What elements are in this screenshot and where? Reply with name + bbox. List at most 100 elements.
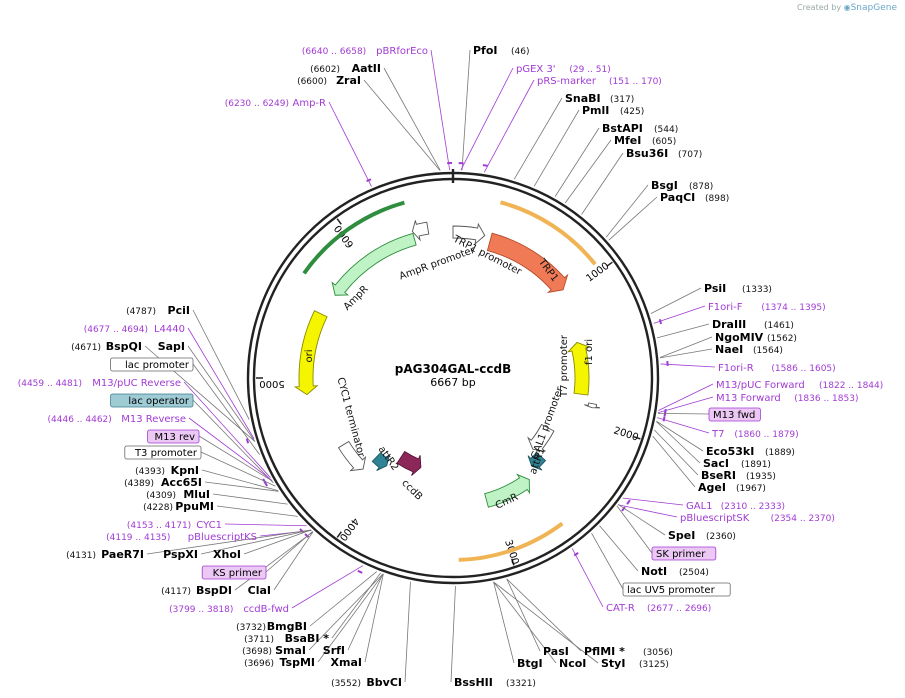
site-name: BbvCI: [366, 676, 402, 689]
site-labels: PfoI(46)pGEX 3'(29 .. 51)pRS-marker(151 …: [18, 44, 884, 689]
site-name: AgeI: [698, 481, 726, 494]
site-name: BmgBI: [267, 620, 307, 633]
outer-arc-trp1-arc: [499, 200, 597, 266]
site-gal1: GAL1(2310 .. 2333): [686, 501, 785, 512]
site-name: XmaI: [331, 656, 362, 669]
site-agei: AgeI(1967): [698, 481, 766, 494]
ruler-tick-6000: [336, 218, 342, 225]
leader-f1ori-r: [660, 363, 716, 368]
site-position: (3552): [331, 679, 361, 689]
site-tspmi: TspMI(3696): [244, 656, 315, 669]
site-name: PaeR7I: [101, 548, 144, 561]
leader-pflmi: [506, 578, 582, 652]
leader-paqci: [608, 196, 658, 241]
leader-tspmi: [317, 573, 384, 663]
site-position: (6230 .. 6249): [225, 99, 289, 109]
site-name: F1ori-R: [718, 363, 754, 374]
site-position: (4117): [161, 587, 191, 597]
site-pasi: PasI: [543, 645, 569, 658]
site-m13-forward: M13 Forward (1836 .. 1853): [716, 393, 858, 404]
site-bstapi: BstAPI(544): [602, 122, 678, 135]
site-cat-r: CAT-R(2677 .. 2696): [606, 603, 711, 614]
site-kpni: KpnI(4393): [135, 464, 199, 477]
site-pmli: PmlI(425): [582, 104, 644, 117]
site-name: lac promoter: [125, 360, 190, 371]
leader-mfei: [564, 139, 612, 204]
site-position: (4459 .. 4481): [18, 379, 82, 389]
ruler-label-2000: 2000: [612, 425, 640, 443]
site-m13-rev: M13 rev: [147, 429, 200, 444]
site-m13-reverse: M13 Reverse(4446 .. 4462): [48, 414, 186, 425]
leader-t3-promoter: [200, 451, 276, 487]
site-noti: NotI (2504): [641, 565, 709, 578]
leader-xmai: [364, 573, 384, 663]
leader-pbrforeco: [430, 49, 451, 171]
site-f1ori-r: F1ori-R(1586 .. 1605): [718, 363, 836, 374]
leader-agei: [652, 435, 696, 488]
site-position: (4677 .. 4694): [84, 325, 148, 335]
leader-bmgbi: [309, 571, 377, 627]
site-name: SpeI: [668, 529, 695, 542]
site-name: M13 fwd: [713, 410, 755, 421]
site-pfoi: PfoI(46): [473, 44, 529, 57]
site-name: F1ori-F: [708, 302, 743, 313]
leader-pbluescriptsk: [617, 504, 678, 518]
leader-xhoi: [243, 529, 312, 555]
site-name: pBluescriptSK: [680, 513, 750, 524]
site-pflmi: PflMI *(3056): [584, 645, 673, 658]
leader-m13-reverse: [188, 417, 273, 481]
site-draiii: DraIII(1461): [712, 318, 794, 331]
site-name: lac operator: [128, 396, 189, 407]
site-name: MluI: [183, 488, 210, 501]
site-name: NotI: [641, 565, 667, 578]
site-name: SnaBI: [565, 92, 601, 105]
site-name: PasI: [543, 645, 569, 658]
site-bspdi: BspDI (4117): [161, 584, 232, 597]
site-name: Acc65I: [161, 476, 202, 489]
ruler-tick-2000: [633, 435, 641, 440]
feature-cmr: [484, 473, 530, 508]
ruler-label-1000: 1000: [584, 261, 611, 285]
site-paer7i: PaeR7I(4131): [66, 548, 144, 561]
site-name: pRS-marker: [537, 76, 597, 87]
site-name: BspDI: [196, 584, 232, 597]
site-name: M13 rev: [155, 432, 196, 443]
site-position: (3696): [244, 659, 274, 669]
primer-mark-pbluescriptsk: [621, 506, 626, 512]
leader-zrai: [363, 79, 441, 171]
site-position: (2504): [679, 568, 709, 578]
leader-m13-forward: [657, 396, 714, 414]
site-ks-primer: KS primer: [201, 565, 267, 580]
site-position: (1836 .. 1853): [794, 394, 858, 404]
ruler-label-5000: 5000: [259, 378, 284, 389]
leader-pmli: [533, 109, 580, 187]
site-name: PmlI: [582, 104, 609, 117]
credit-prefix: Created by: [797, 3, 842, 12]
site-ppumi: PpuMI(4228): [143, 500, 214, 513]
site-bsshii: BssHII(3321): [454, 676, 536, 689]
site-ngomiv: NgoMIV(1562): [715, 331, 797, 344]
leader-f1ori-f: [653, 305, 706, 324]
leader-t7: [657, 417, 710, 434]
leader-mlui: [212, 493, 288, 505]
site-position: (2677 .. 2696): [647, 604, 711, 614]
site-position: (3321): [506, 679, 536, 689]
site-name: M13 Forward: [716, 393, 781, 404]
leader-lac-operator: [192, 399, 274, 484]
site-position: (3732): [236, 623, 266, 633]
feature-attr1: [527, 451, 547, 471]
site-position: (4389): [124, 479, 154, 489]
leader-smai: [308, 573, 384, 651]
site-pbluescriptsk: pBluescriptSK(2354 .. 2370): [680, 513, 835, 524]
site-name: BsaBI *: [285, 632, 330, 645]
site-lac-uv5-promoter: lac UV5 promoter: [622, 582, 731, 597]
leader-lac-uv5-promoter: [591, 532, 624, 590]
leader-bspdi: [234, 531, 314, 591]
site-position: (1374 .. 1395): [761, 303, 825, 313]
leader-m13-puc-forward: [658, 383, 714, 411]
site-name: PaqCI: [660, 191, 695, 204]
feature-gal1-promoter: [527, 423, 555, 452]
site-m13-fwd: M13 fwd: [708, 407, 761, 422]
ruler-tick-1000: [606, 261, 613, 267]
site-spei: SpeI(2360): [668, 529, 736, 542]
